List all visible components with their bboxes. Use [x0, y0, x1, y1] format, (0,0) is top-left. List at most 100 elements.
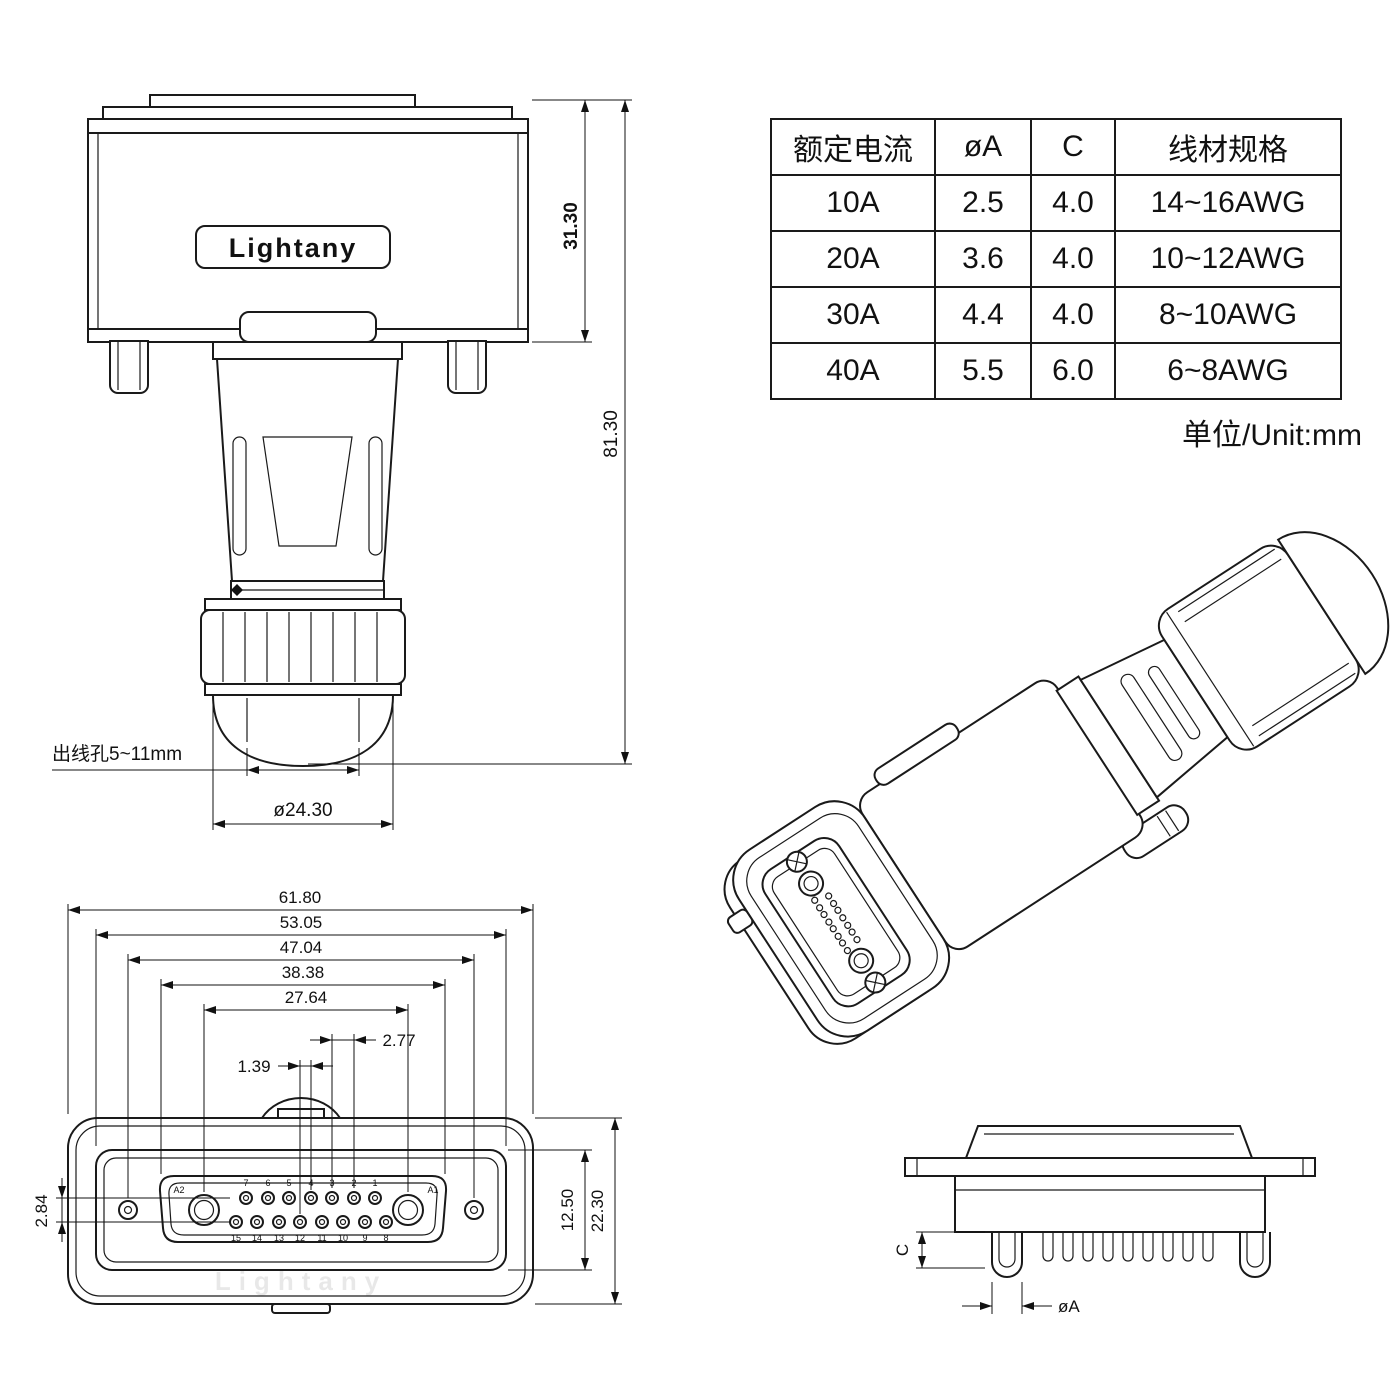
- dim-label-phi-a: øA: [1058, 1297, 1080, 1316]
- dim-label-24-30: ø24.30: [273, 800, 332, 821]
- cell-current: 10A: [770, 174, 936, 232]
- dim-pin-diameter-a: øA: [962, 1282, 1080, 1316]
- section-body: [954, 1175, 1266, 1233]
- pin-label: 11: [317, 1233, 326, 1243]
- dim-screw-spacing: 47.04: [127, 938, 475, 1198]
- side-view: Lightany: [52, 94, 632, 830]
- iso-power-contacts: [798, 870, 875, 974]
- dim-power-pin-spacing: 27.64: [203, 988, 409, 1192]
- unit-note: 单位/Unit:mm: [1182, 419, 1362, 452]
- pin-label: 5: [286, 1178, 291, 1188]
- side-view-gland-nut: [200, 598, 406, 768]
- logo-plate: [195, 225, 391, 269]
- cell-c: 4.0: [1030, 174, 1116, 232]
- front-screws: [118, 1200, 484, 1220]
- cell-current: 40A: [770, 342, 936, 400]
- dim-flange-height: 12.50: [508, 1149, 592, 1271]
- iso-signal-pins: [811, 892, 861, 955]
- front-view: A2 A1 7 6 5 4 3 2 1 15 14 13 12 11 10 9 …: [32, 888, 622, 1314]
- cell-wire: 8~10AWG: [1114, 286, 1342, 344]
- front-view-dimensions: 61.80 53.05 47.04 38.38 27.64: [32, 888, 622, 1305]
- dim-label-38-38: 38.38: [282, 963, 325, 982]
- section-power-contacts: [991, 1232, 1271, 1278]
- dim-overall-height: 81.30: [308, 100, 632, 765]
- pin-label: 6: [265, 1178, 270, 1188]
- front-signal-pins-top-row: [239, 1191, 382, 1205]
- dim-label-2-77: 2.77: [382, 1031, 415, 1050]
- pin-label: 12: [295, 1233, 305, 1243]
- front-watermark: Lightany: [215, 1266, 387, 1296]
- cell-wire: 6~8AWG: [1114, 342, 1342, 400]
- cell-wire: 14~16AWG: [1114, 174, 1342, 232]
- section-flange: [904, 1157, 1316, 1177]
- section-view: C øA: [893, 1125, 1316, 1316]
- dim-label-22-30: 22.30: [588, 1190, 607, 1233]
- side-view-hood: Lightany: [87, 94, 529, 394]
- iso-thumbscrew: [1121, 804, 1190, 860]
- pin-label: 14: [252, 1233, 262, 1243]
- dim-row-spacing: 2.84: [32, 1178, 230, 1242]
- latch-tab: [239, 311, 377, 343]
- index-diamond-mark: [231, 584, 243, 596]
- spec-table-row-40a: 40A 5.5 6.0 6~8AWG: [770, 342, 1342, 400]
- cell-phi-a: 5.5: [934, 342, 1032, 400]
- gland-dome: [211, 694, 395, 768]
- pin-label-a1: A1: [427, 1185, 438, 1195]
- section-dimensions: C øA: [893, 1231, 1080, 1316]
- pin-label: 9: [362, 1233, 367, 1243]
- cell-c: 4.0: [1030, 286, 1116, 344]
- spec-table: 额定电流 øA C 线材规格 10A 2.5 4.0 14~16AWG 20A …: [770, 118, 1342, 400]
- mount-foot-left: [109, 340, 149, 394]
- dim-row-offset: 1.39: [237, 1057, 333, 1214]
- col-header-phi-a: øA: [934, 118, 1032, 176]
- iso-screws: [785, 850, 887, 994]
- section-shell: [964, 1125, 1254, 1159]
- dim-label-53-05: 53.05: [280, 913, 323, 932]
- dim-opening-width: 38.38: [160, 963, 446, 1174]
- dim-label-31-30: 31.30: [561, 202, 582, 250]
- dim-label-27-64: 27.64: [285, 988, 328, 1007]
- pin-label: 13: [274, 1233, 284, 1243]
- pin-label: 15: [231, 1233, 241, 1243]
- mount-foot-right: [447, 340, 487, 394]
- dim-label-61-80: 61.80: [279, 888, 322, 907]
- side-view-strain-relief: [212, 341, 403, 600]
- side-view-dimensions: 31.30 81.30 出线孔5~11mm ø24.30: [52, 99, 632, 830]
- section-signal-pins: [1042, 1232, 1214, 1262]
- dim-flange-width: 53.05: [95, 913, 507, 1146]
- brand-logo: Lightany: [229, 233, 358, 263]
- spec-table-row-10a: 10A 2.5 4.0 14~16AWG: [770, 174, 1342, 232]
- dim-label-81-30: 81.30: [601, 410, 622, 458]
- cable-hole-label: 出线孔5~11mm: [52, 743, 182, 765]
- dim-label-2-84: 2.84: [32, 1194, 51, 1227]
- dim-pin-pitch: 2.77: [310, 1031, 416, 1188]
- pin-label-a2: A2: [173, 1185, 184, 1195]
- dim-label-12-50: 12.50: [558, 1189, 577, 1232]
- cell-c: 6.0: [1030, 342, 1116, 400]
- dim-hood-height: 31.30: [532, 99, 632, 343]
- pin-label: 1: [372, 1178, 377, 1188]
- iso-view: [723, 531, 1390, 1045]
- spec-table-row-30a: 30A 4.4 4.0 8~10AWG: [770, 286, 1342, 344]
- cell-current: 30A: [770, 286, 936, 344]
- cell-phi-a: 4.4: [934, 286, 1032, 344]
- spec-table-header-row: 额定电流 øA C 线材规格: [770, 118, 1342, 176]
- dim-front-overall-height: 22.30: [535, 1117, 622, 1305]
- cell-phi-a: 3.6: [934, 230, 1032, 288]
- cell-c: 4.0: [1030, 230, 1116, 288]
- front-bottom-tab: [271, 1303, 331, 1314]
- dim-cable-hole: 出线孔5~11mm: [52, 743, 360, 776]
- dim-overall-width: 61.80: [67, 888, 534, 1114]
- front-signal-pins-bottom-row: [229, 1215, 393, 1229]
- cell-phi-a: 2.5: [934, 174, 1032, 232]
- dim-label-1-39: 1.39: [237, 1057, 270, 1076]
- cell-current: 20A: [770, 230, 936, 288]
- col-header-rated-current: 额定电流: [770, 118, 936, 176]
- col-header-c: C: [1030, 118, 1116, 176]
- dim-label-47-04: 47.04: [280, 938, 323, 957]
- dim-pin-length-c: C: [893, 1231, 985, 1269]
- iso-latch-tab: [873, 722, 960, 786]
- pin-label: 8: [383, 1233, 388, 1243]
